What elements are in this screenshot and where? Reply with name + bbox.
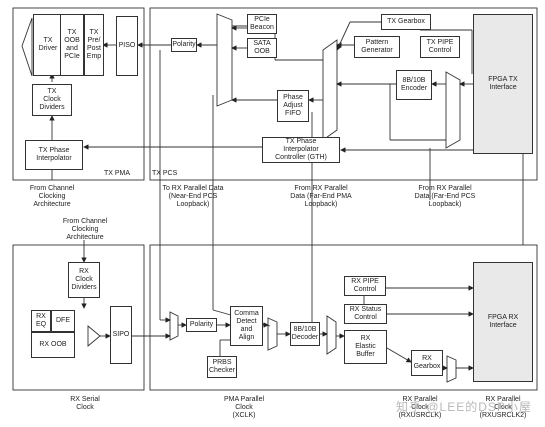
dfe-block: DFE <box>51 310 75 332</box>
pma-parallel-clock-label: PMA Parallel Clock (XCLK) <box>223 396 265 419</box>
from-channel-clocking-rx-label: From Channel Clocking Architecture <box>62 218 108 241</box>
sata-oob-block: SATA OOB <box>247 38 277 58</box>
tx-pre-post-emp-block: TX Pre/ Post Emp <box>84 14 104 76</box>
rx-eq-block: RX EQ <box>31 310 51 332</box>
phase-adjust-fifo-block: Phase Adjust FIFO <box>277 90 309 122</box>
rx-gearbox-block: RX Gearbox <box>411 350 443 376</box>
sipo-block: SIPO <box>110 306 132 364</box>
tx-phase-interpolator-controller-block: TX Phase Interpolator Controller (GTH) <box>262 137 340 163</box>
tx-gearbox-block: TX Gearbox <box>381 14 431 30</box>
tx-pma-region <box>12 7 145 181</box>
tx-pcs-region <box>149 7 538 181</box>
rx-mux-3 <box>326 315 337 355</box>
rx-mux-2 <box>267 317 278 351</box>
tx-mux-3 <box>445 71 461 149</box>
rx-usrclk2-label: RX Parallel Clock (RXUSRCLK2) <box>479 396 527 419</box>
fpga-tx-interface-block: FPGA TX Interface <box>473 14 533 154</box>
tx-oob-pcie-block: TX OOB and PCIe <box>60 14 84 76</box>
fpga-rx-interface-block: FPGA RX Interface <box>473 262 533 382</box>
watermark: 知乎 @LEE的DSP小屋 <box>396 400 532 414</box>
rx-clock-dividers-block: RX Clock Dividers <box>68 262 100 298</box>
tx-mux-2 <box>322 39 338 141</box>
comma-detect-align-block: Comma Detect and Align <box>230 306 263 346</box>
tx-mux-1 <box>216 13 233 107</box>
tx-phase-interpolator-block: TX Phase Interpolator <box>25 140 83 170</box>
rx-mux-1 <box>169 311 179 341</box>
rx-usrclk-label: RX Parallel Clock (RXUSRCLK) <box>398 396 442 419</box>
rx-pma-region <box>12 244 145 391</box>
pattern-generator-block: Pattern Generator <box>354 36 400 58</box>
near-end-pcs-loopback-label: To RX Parallel Data (Near-End PCS Loopba… <box>162 185 224 208</box>
tx-driver-shape <box>21 17 33 77</box>
far-end-pma-loopback-label: From RX Parallel Data (Far-End PMA Loopb… <box>290 185 352 208</box>
rx-pcs-region <box>149 244 538 391</box>
tx-polarity-block: Polarity <box>171 38 197 52</box>
8b10b-encoder-block: 8B/10B Encoder <box>396 70 432 100</box>
rx-polarity-block: Polarity <box>186 318 217 332</box>
rx-oob-block: RX OOB <box>31 332 75 358</box>
8b10b-decoder-block: 8B/10B Decoder <box>290 322 320 346</box>
prbs-checker-block: PRBS Checker <box>207 356 237 378</box>
rx-mux-4 <box>446 355 457 383</box>
rx-status-control-block: RX Status Control <box>344 304 387 324</box>
tx-pipe-control-block: TX PIPE Control <box>420 36 460 58</box>
piso-block: PISO <box>116 16 138 76</box>
tx-clock-dividers-block: TX Clock Dividers <box>32 84 72 116</box>
tx-pcs-label: TX PCS <box>152 170 178 177</box>
rx-eq-shape <box>87 325 101 347</box>
rx-pipe-control-block: RX PIPE Control <box>344 276 386 296</box>
tx-pma-label: TX PMA <box>104 170 131 177</box>
far-end-pcs-loopback-label: From RX Parallel Data (Far-End PCS Loopb… <box>414 185 476 208</box>
rx-elastic-buffer-block: RX Elastic Buffer <box>344 330 387 364</box>
rx-serial-clock-label: RX Serial Clock <box>70 396 100 411</box>
tx-driver-block: TX Driver <box>33 14 63 76</box>
pcie-beacon-block: PCIe Beacon <box>247 14 277 34</box>
from-channel-clocking-tx-label: From Channel Clocking Architecture <box>29 185 75 208</box>
